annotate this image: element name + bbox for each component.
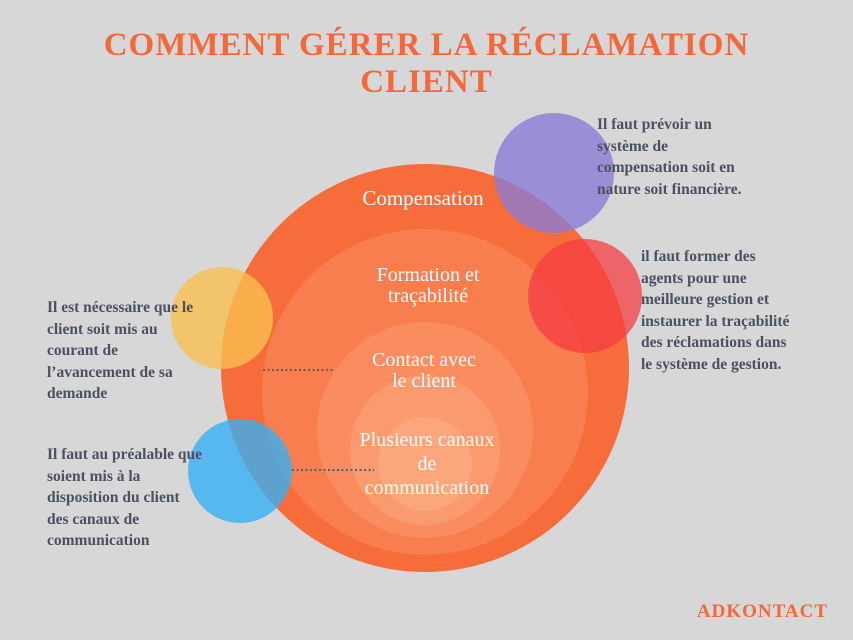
page-title: COMMENT GÉRER LA RÉCLAMATION CLIENT [103,27,750,100]
ring-label-formation-tracabilite: Formation et traçabilité [376,264,480,307]
ring-label-canaux-communication: Plusieurs canaux de communication [359,429,495,499]
formation-satellite-circle [528,239,642,353]
brand-logo-text: ADKONTACT [696,601,828,622]
annotation-canaux-communication: Il faut au préalable que soient mis à la… [47,446,203,549]
canaux-satellite-circle [188,419,292,523]
contact-satellite-circle [171,267,273,369]
onion-core-circle [378,417,472,511]
annotation-compensation: Il faut prévoir un système de compensati… [597,116,742,198]
contact-dotted-connector [263,369,333,371]
ring-label-contact-client: Contact avec le client [372,349,476,392]
ring-label-compensation: Compensation [362,186,484,210]
compensation-satellite-circle [494,113,614,233]
annotation-formation-tracabilite: il faut former des agents pour une meill… [641,248,790,373]
annotation-contact-client: Il est nécessaire que le client soit mis… [47,299,194,402]
canaux-dotted-connector [292,469,374,471]
